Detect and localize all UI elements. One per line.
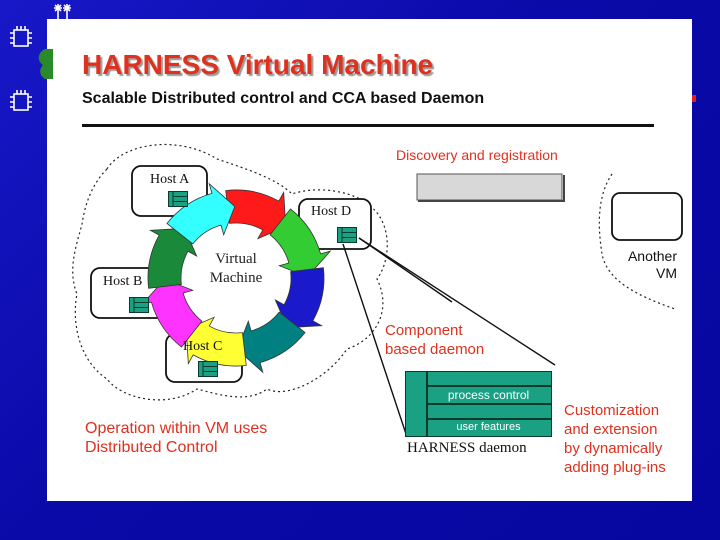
server-stack-icon <box>337 227 357 243</box>
ring-arrow <box>225 189 287 240</box>
customization-label: Customization and extension by dynamical… <box>564 401 666 477</box>
component-line1: Component <box>385 322 463 339</box>
server-stack-icon <box>168 191 188 207</box>
ring-arrow <box>236 311 306 374</box>
server-stack-icon <box>198 361 218 377</box>
operation-line1: Operation within VM uses <box>85 420 268 437</box>
discovery-registration-bar <box>416 173 563 201</box>
daemon-divider-1 <box>426 385 551 387</box>
component-label: Component based daemon <box>385 321 484 359</box>
decorative-marker <box>689 95 696 102</box>
virtual-machine-line2: Machine <box>209 270 263 286</box>
customization-line3: by dynamically <box>564 440 663 457</box>
host-c-label: Host C <box>183 339 223 354</box>
computer-chip-icon <box>10 26 32 47</box>
customization-line4: adding plug-ins <box>564 459 666 476</box>
slide-subtitle: Scalable Distributed control and CCA bas… <box>82 90 485 107</box>
virtual-machine-ring <box>140 182 332 374</box>
title-divider <box>82 124 654 127</box>
another-vm-line1: Another <box>627 248 677 264</box>
another-vm-line2: VM <box>656 265 677 281</box>
daemon-divider-2 <box>426 403 551 405</box>
another-vm-box <box>611 192 683 241</box>
ring-arrow <box>166 182 236 245</box>
ring-arrow <box>269 208 332 278</box>
diagram-canvas <box>72 143 683 438</box>
daemon-process-control: process control <box>447 388 530 402</box>
host-a-label: Host A <box>150 172 190 187</box>
ring-arrow <box>140 278 203 348</box>
operation-line2: Distributed Control <box>85 439 218 456</box>
virtual-machine-line1: Virtual <box>215 251 257 267</box>
ring-arrow <box>185 316 247 367</box>
customization-line2: and extension <box>564 421 658 438</box>
ring-arrow <box>147 227 198 289</box>
daemon-user-features: user features <box>456 421 521 433</box>
customization-line1: Customization <box>564 402 660 419</box>
discovery-label: Discovery and registration <box>396 147 558 163</box>
globe-icon <box>38 49 53 79</box>
slide-title: HARNESS Virtual Machine <box>82 49 434 80</box>
host-d-label: Host D <box>311 204 352 219</box>
harness-daemon-label: HARNESS daemon <box>407 440 527 456</box>
component-line2: based daemon <box>385 341 485 358</box>
slide: HARNESS Virtual Machine Scalable Distrib… <box>38 19 692 501</box>
virtual-machine-label: Virtual Machine <box>195 250 277 288</box>
ring-arrow <box>274 267 325 329</box>
server-stack-icon <box>129 297 149 313</box>
operation-label: Operation within VM uses Distributed Con… <box>85 419 267 457</box>
another-vm-label: Another VM <box>607 248 677 282</box>
computer-chip-icon <box>10 90 32 111</box>
daemon-divider-3 <box>426 418 551 420</box>
antenna-icon <box>54 4 71 20</box>
harness-daemon-block: process control user features <box>405 371 552 437</box>
host-b-label: Host B <box>103 274 143 289</box>
